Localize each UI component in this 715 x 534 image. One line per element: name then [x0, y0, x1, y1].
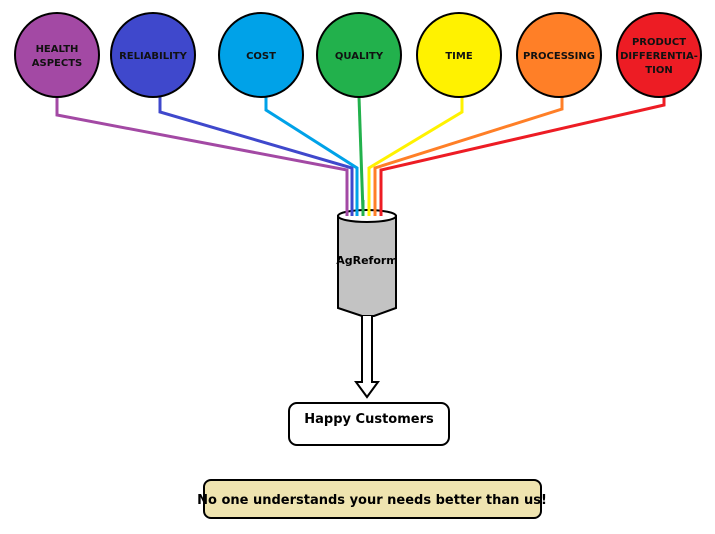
factor-circle	[416, 12, 502, 98]
connector-reliability	[158, 95, 354, 212]
factor-label: RELIABILITY	[119, 51, 188, 62]
down-arrow	[354, 316, 380, 399]
factor-label: DIFFERENTIA-	[620, 51, 698, 62]
factor-label: HEALTH	[36, 44, 79, 55]
connector-cost	[264, 95, 359, 212]
happy-customers-label: Happy Customers	[304, 412, 434, 427]
factor-processing: PROCESSING	[516, 12, 602, 98]
connector-processing	[373, 95, 564, 212]
tagline-label: No one understands your needs better tha…	[197, 493, 547, 508]
factor-circles: HEALTH ASPECTS RELIABILITY COST QUALITY TIME P…	[14, 12, 702, 98]
happy-customers-box: Happy Customers	[288, 402, 450, 446]
agreform-funnel: AgReform	[336, 209, 398, 317]
factor-label: PROCESSING	[523, 51, 595, 62]
factor-circle	[616, 12, 702, 98]
factor-label: TION	[645, 65, 672, 76]
tagline-box: No one understands your needs better tha…	[197, 479, 547, 519]
connector-quality	[357, 96, 365, 213]
factor-product-differentiation: PRODUCT DIFFERENTIA- TION	[616, 12, 702, 98]
factor-label: QUALITY	[335, 51, 384, 62]
factor-label: PRODUCT	[632, 37, 686, 48]
connector-health-aspects	[55, 95, 349, 212]
factor-quality: QUALITY	[316, 12, 402, 98]
factor-circle	[110, 12, 196, 98]
factor-label: TIME	[445, 51, 472, 62]
factor-cost: COST	[218, 12, 304, 98]
connector-time	[367, 95, 464, 212]
connector-lines	[55, 95, 666, 213]
factor-label: ASPECTS	[32, 58, 82, 69]
factor-health-aspects: HEALTH ASPECTS	[14, 12, 100, 98]
factor-label: COST	[246, 51, 276, 62]
factor-circle	[516, 12, 602, 98]
factor-circle	[316, 12, 402, 98]
funnel-label: AgReform	[336, 254, 398, 267]
funnel-entry-lines	[345, 200, 383, 216]
factor-reliability: RELIABILITY	[110, 12, 196, 98]
connector-product-differentiation	[379, 95, 666, 212]
factor-circle	[14, 12, 100, 98]
factor-time: TIME	[416, 12, 502, 98]
factor-circle	[218, 12, 304, 98]
